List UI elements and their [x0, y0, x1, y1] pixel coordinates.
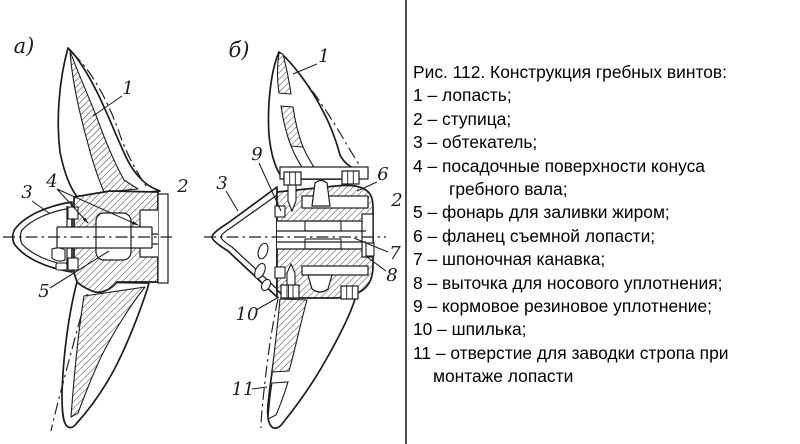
legend-item-6: 6 – фланец съемной лопасти;	[413, 225, 656, 246]
legend-item-11: 11 – отверстие для заводки стропа при мо…	[413, 342, 729, 387]
callout-2: 2	[390, 190, 402, 211]
legend-item-7: 7 – шпоночная канавка;	[413, 249, 606, 270]
callout-2: 2	[176, 176, 188, 197]
legend-item-1: 1 – лопасть;	[413, 85, 512, 106]
panel-divider	[405, 0, 407, 444]
callout-10: 10	[236, 304, 259, 325]
nut	[341, 170, 360, 185]
nut	[283, 171, 302, 186]
cone-base-bolt-top	[67, 206, 79, 220]
callout-3: 3	[21, 182, 32, 203]
wall-notch-bottom	[274, 266, 286, 279]
legend-item-8: 8 – выточка для носового уплотнения;	[413, 272, 723, 293]
seal-recess-notch	[365, 242, 375, 257]
propeller-diagrams: а) 1 2 3 4 5	[3, 34, 403, 432]
arrowhead	[82, 217, 88, 223]
hub-flange	[157, 193, 169, 284]
callout-1: 1	[122, 78, 133, 99]
legend-item-9: 9 – кормовое резиновое уплотнение;	[413, 296, 712, 317]
cone-vent-slot	[51, 247, 66, 262]
figure-caption: Рис. 112. Конструкция гребных винтов:	[413, 62, 727, 82]
upper-blade-axis	[71, 52, 148, 188]
shaft-key-bottom	[304, 238, 342, 250]
callout-11: 11	[232, 379, 255, 400]
lower-blade-axis	[260, 298, 279, 429]
callout-6: 6	[377, 164, 388, 185]
arrowhead	[131, 220, 138, 225]
vent-slot	[254, 262, 266, 280]
callout-7: 7	[389, 243, 401, 264]
lower-blade-section-tip	[267, 381, 289, 420]
vent-slot	[257, 242, 269, 260]
nut	[340, 285, 359, 300]
diagram-a-tag: а)	[14, 34, 35, 58]
callout-leaders	[31, 95, 139, 289]
legend-item-2: 2 – ступица;	[413, 108, 512, 129]
callout-leaders	[225, 63, 389, 390]
shaft-key-top	[304, 220, 342, 232]
hub-top-boss	[311, 179, 331, 207]
diagram-b: б) 1 9 3 6 2 7 8 10 11	[204, 38, 403, 430]
cone-vent-slot-small	[55, 262, 68, 271]
shaft-lines	[277, 220, 366, 250]
upper-blade-section	[276, 52, 292, 95]
diagram-a: а) 1 2 3 4 5	[3, 34, 189, 432]
diagram-b-tag: б)	[228, 38, 249, 62]
lower-blade-section	[70, 286, 146, 418]
nut	[280, 284, 300, 299]
callout-1: 1	[318, 46, 329, 67]
vent-slot	[260, 278, 272, 292]
figure-legend: Рис. 112. Конструкция гребных винтов: 1 …	[413, 61, 797, 389]
callout-8: 8	[386, 265, 397, 286]
legend-item-5: 5 – фонарь для заливки жиром;	[413, 202, 670, 223]
callout-9: 9	[251, 144, 262, 165]
legend-item-10: 10 – шпилька;	[413, 319, 527, 340]
callout-5: 5	[38, 281, 49, 302]
lower-blade-section	[271, 298, 308, 373]
upper-blade-axis	[283, 55, 364, 172]
callout-4: 4	[45, 171, 57, 192]
hub-bottom-boss	[307, 274, 333, 293]
wall-notch-top	[274, 205, 286, 218]
lower-blade-axis	[50, 293, 88, 432]
callout-3: 3	[216, 173, 227, 194]
legend-item-3: 3 – обтекатель;	[413, 132, 538, 153]
legend-item-4: 4 – посадочные поверхности конуса гребно…	[413, 155, 705, 200]
upper-blade-section	[69, 50, 139, 193]
hub-bottom-band	[301, 265, 369, 276]
cone-base-bolt-bottom	[67, 257, 79, 271]
